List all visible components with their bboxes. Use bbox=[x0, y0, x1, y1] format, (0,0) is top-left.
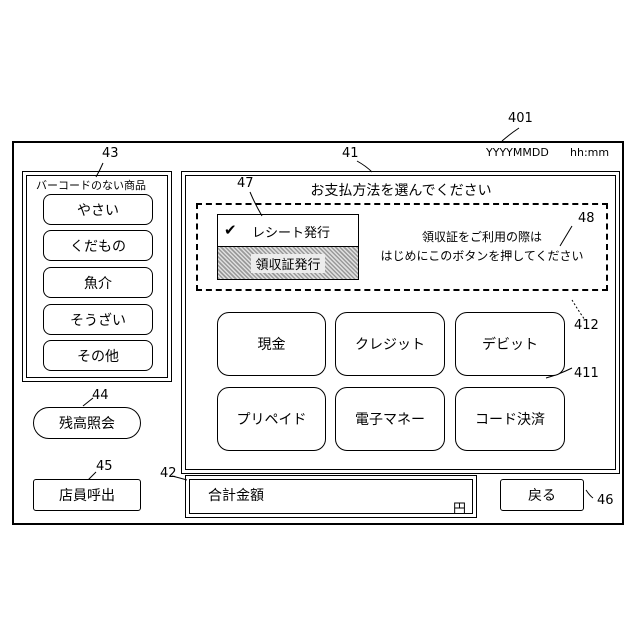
voucher-hint-line2: はじめにこのボタンを押してください bbox=[364, 247, 600, 266]
receipt-issue-button[interactable]: ✔ レシート発行 bbox=[218, 215, 358, 247]
receipt-toggle: ✔ レシート発行 領収証発行 bbox=[217, 214, 359, 280]
category-button-vegetables[interactable]: やさい bbox=[43, 194, 153, 225]
category-button-seafood[interactable]: 魚介 bbox=[43, 267, 153, 298]
category-title: バーコードのない商品 bbox=[36, 177, 146, 193]
payment-button-cash[interactable]: 現金 bbox=[217, 312, 326, 376]
total-amount-unit: 円 bbox=[453, 498, 466, 517]
total-amount-box: 合計金額 円 bbox=[185, 475, 477, 518]
balance-inquiry-button[interactable]: 残高照会 bbox=[33, 407, 141, 439]
category-button-deli[interactable]: そうざい bbox=[43, 304, 153, 335]
total-amount-label: 合計金額 bbox=[208, 485, 264, 505]
voucher-hint: 領収証をご利用の際は はじめにこのボタンを押してください bbox=[364, 228, 600, 266]
check-icon: ✔ bbox=[224, 221, 237, 239]
voucher-issue-button[interactable]: 領収証発行 bbox=[218, 247, 358, 279]
category-button-fruits[interactable]: くだもの bbox=[43, 230, 153, 261]
payment-button-credit[interactable]: クレジット bbox=[335, 312, 445, 376]
back-button[interactable]: 戻る bbox=[500, 479, 584, 511]
payment-button-emoney[interactable]: 電子マネー bbox=[335, 387, 445, 451]
payment-button-prepaid[interactable]: プリペイド bbox=[217, 387, 326, 451]
time-display: hh:mm bbox=[570, 146, 609, 159]
call-staff-button[interactable]: 店員呼出 bbox=[33, 479, 141, 511]
category-button-other[interactable]: その他 bbox=[43, 340, 153, 371]
payment-button-code[interactable]: コード決済 bbox=[455, 387, 565, 451]
voucher-hint-line1: 領収証をご利用の際は bbox=[364, 228, 600, 247]
payment-button-debit[interactable]: デビット bbox=[455, 312, 565, 376]
date-display: YYYYMMDD bbox=[486, 146, 549, 159]
payment-title: お支払方法を選んでください bbox=[186, 180, 616, 200]
receipt-issue-label: レシート発行 bbox=[252, 222, 330, 241]
voucher-issue-label: 領収証発行 bbox=[251, 254, 324, 273]
ref-401: 401 bbox=[508, 111, 533, 126]
